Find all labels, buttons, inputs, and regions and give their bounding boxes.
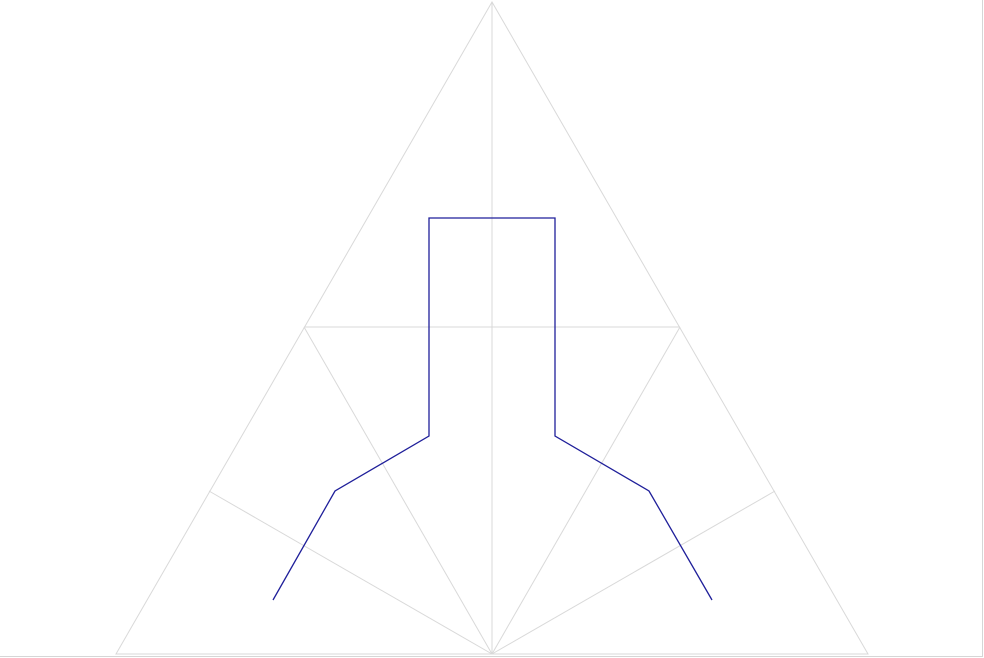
- left-inner-guide: [303, 326, 493, 655]
- guide-lines: [115, 0, 869, 655]
- right-inner-guide: [491, 326, 681, 655]
- right-lower-guide: [491, 490, 776, 655]
- left-lower-guide: [208, 490, 493, 655]
- flask-shape-polyline: [272, 217, 713, 601]
